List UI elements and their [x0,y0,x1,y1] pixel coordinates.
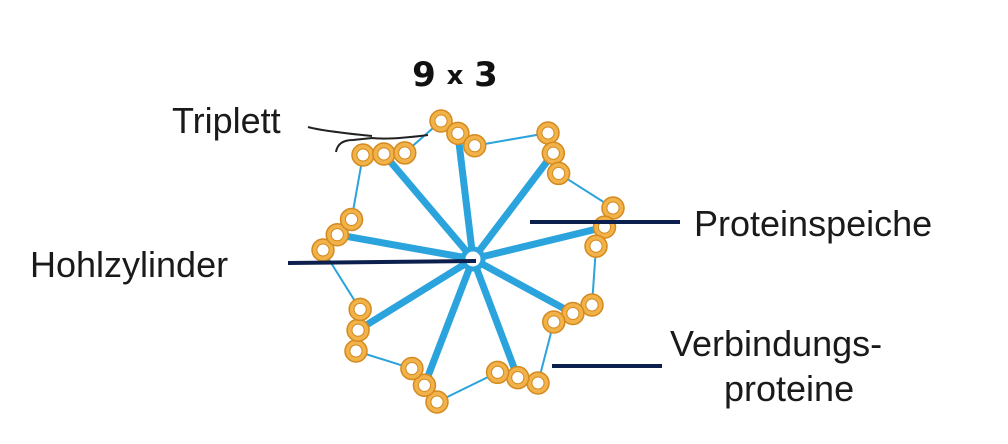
protein-spoke-callout: Proteinspeiche [530,203,932,244]
protein-spoke-9 [380,150,477,263]
triplet-4 [542,293,604,334]
triplet-label: Triplett [172,100,281,141]
triplet-5 [485,360,550,395]
protein-spokes [333,129,609,389]
heading-times: x [447,61,464,91]
microtubule-lumen-6-1 [430,395,444,409]
triplet-9 [351,141,417,167]
microtubule-lumen-8-2 [330,228,344,242]
microtubule-lumen-9-3 [398,146,412,160]
microtubule-lumen-7-3 [353,302,367,316]
microtubule-lumen-1-1 [434,114,448,128]
heading-count: 9 [412,55,436,95]
microtubule-lumen-2-1 [541,126,555,140]
microtubule-lumen-6-2 [417,378,432,392]
protein-spoke-6 [420,255,477,389]
microtubule-lumen-2-2 [546,146,560,160]
triplet-brace [307,126,429,153]
triplet-8 [311,207,364,262]
microtubule-lumen-4-3 [547,315,561,329]
heading-per: 3 [474,55,498,95]
linker-label-line-2: proteine [724,368,854,409]
microtubule-triplets [311,109,625,414]
microtubule-lumen-1-2 [451,126,465,140]
hollow-cylinder-ring [460,246,486,272]
protein-spoke-3 [469,223,609,263]
protein-spoke-8 [333,231,477,263]
microtubule-lumen-5-3 [491,365,505,379]
hub [460,246,486,272]
protein-spoke-4 [469,255,577,317]
triplet-2 [536,121,571,186]
triplet-callout: Triplett [172,100,429,153]
linker-protein-1 [474,132,549,147]
linker-label-line-1: Verbindungs- [670,323,882,364]
microtubule-lumen-5-1 [531,376,545,390]
microtubule-lumen-3-1 [606,201,620,215]
microtubule-lumen-3-3 [589,239,603,253]
microtubule-lumen-7-1 [349,344,363,358]
hollow-cylinder-callout: Hohlzylinder [30,244,477,285]
triplet-1 [429,109,487,158]
heading-9x3: 9 x 3 [412,55,498,95]
triplet-7 [344,297,372,363]
hollow-cylinder-label: Hohlzylinder [30,244,228,285]
microtubule-lumen-9-1 [356,148,370,162]
microtubule-lumen-8-3 [344,212,359,226]
triplet-6 [400,356,449,414]
protein-spoke-1 [454,129,477,263]
microtubule-lumen-4-1 [585,298,599,312]
microtubule-lumen-1-3 [468,139,482,153]
linker-protein-callout: Verbindungs- proteine [552,323,882,409]
protein-spoke-5 [469,255,522,382]
microtubule-lumen-6-3 [405,362,419,376]
microtubule-lumen-2-3 [552,166,566,180]
protein-spoke-label: Proteinspeiche [694,203,932,244]
microtubule-lumen-4-2 [566,306,580,321]
hollow-cylinder-leader [287,259,477,265]
microtubule-lumen-5-2 [511,371,525,385]
protein-spoke-2 [469,149,557,263]
protein-spoke-7 [354,255,477,334]
microtubule-lumen-9-2 [377,147,391,161]
microtubule-lumen-8-1 [316,243,330,257]
microtubule-lumen-7-2 [351,323,365,337]
